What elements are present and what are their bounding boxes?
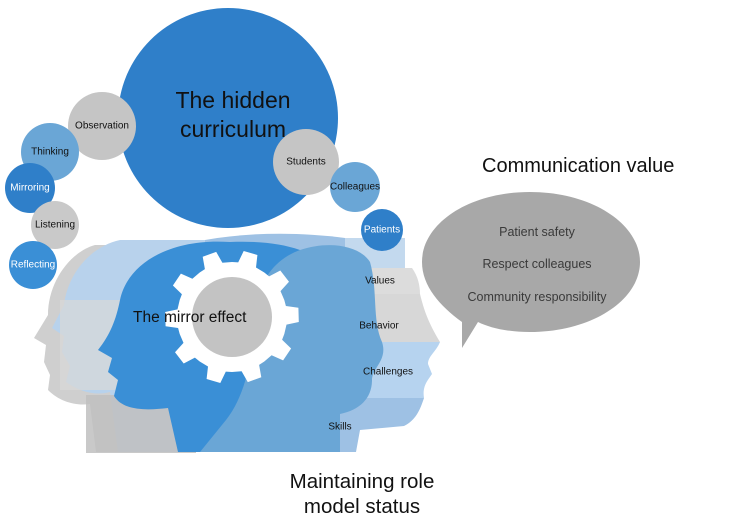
- observation-circle: [68, 92, 136, 160]
- values-label: Values: [365, 275, 395, 287]
- right-blue-head: [200, 245, 384, 452]
- hidden-curriculum-title: The hidden curriculum: [175, 87, 291, 142]
- challenges-label: Challenges: [362, 366, 414, 378]
- communication-value-title: Communication value: [482, 155, 675, 177]
- listening-circle: [31, 201, 79, 249]
- colleagues-label: Colleagues: [329, 181, 381, 193]
- observation-label: Observation: [75, 120, 129, 132]
- students-label: Students: [286, 156, 326, 168]
- colleagues-circle: [330, 162, 380, 212]
- bubble-item-community-responsibility: Community responsibility: [467, 290, 607, 304]
- role-model-status-line2: model status: [303, 494, 421, 518]
- speech-bubble: [422, 192, 640, 348]
- patients-circle: [361, 209, 403, 251]
- bubble-item-patient-safety: Patient safety: [499, 225, 575, 239]
- thinking-label: Thinking: [31, 146, 69, 158]
- listening-label: Listening: [34, 219, 76, 231]
- students-circle: [273, 129, 339, 195]
- role-model-status-label: Maintaining role model status: [268, 470, 456, 519]
- reflecting-circle: [9, 241, 57, 289]
- gear-inner-circle: [192, 277, 272, 357]
- role-model-status-line1: Maintaining role: [289, 470, 435, 493]
- mirroring-label: Mirroring: [10, 182, 50, 194]
- reflecting-label: Reflecting: [10, 259, 56, 271]
- patients-label: Patients: [363, 224, 401, 236]
- bubble-item-respect-colleagues: Respect colleagues: [482, 257, 592, 271]
- mirroring-circle: [5, 163, 55, 213]
- mirror-effect-label: The mirror effect: [133, 309, 247, 326]
- behavior-label: Behavior: [359, 320, 399, 332]
- strip-skills-bg: [345, 398, 424, 452]
- skills-label: Skills: [328, 421, 352, 433]
